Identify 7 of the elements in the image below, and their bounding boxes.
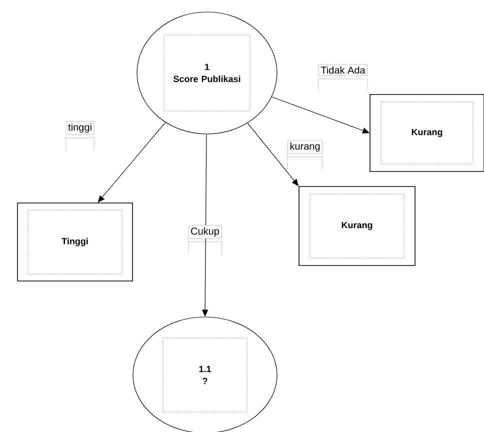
edge-label: Cukup bbox=[188, 225, 222, 254]
edge-label: kurang bbox=[287, 140, 323, 170]
edge-label: Tidak Ada bbox=[318, 64, 368, 92]
edge-label: tinggi bbox=[66, 121, 94, 150]
result-box: Kurang bbox=[370, 94, 484, 172]
result-box: Kurang bbox=[298, 186, 416, 266]
result-box: Tinggi bbox=[17, 202, 133, 282]
